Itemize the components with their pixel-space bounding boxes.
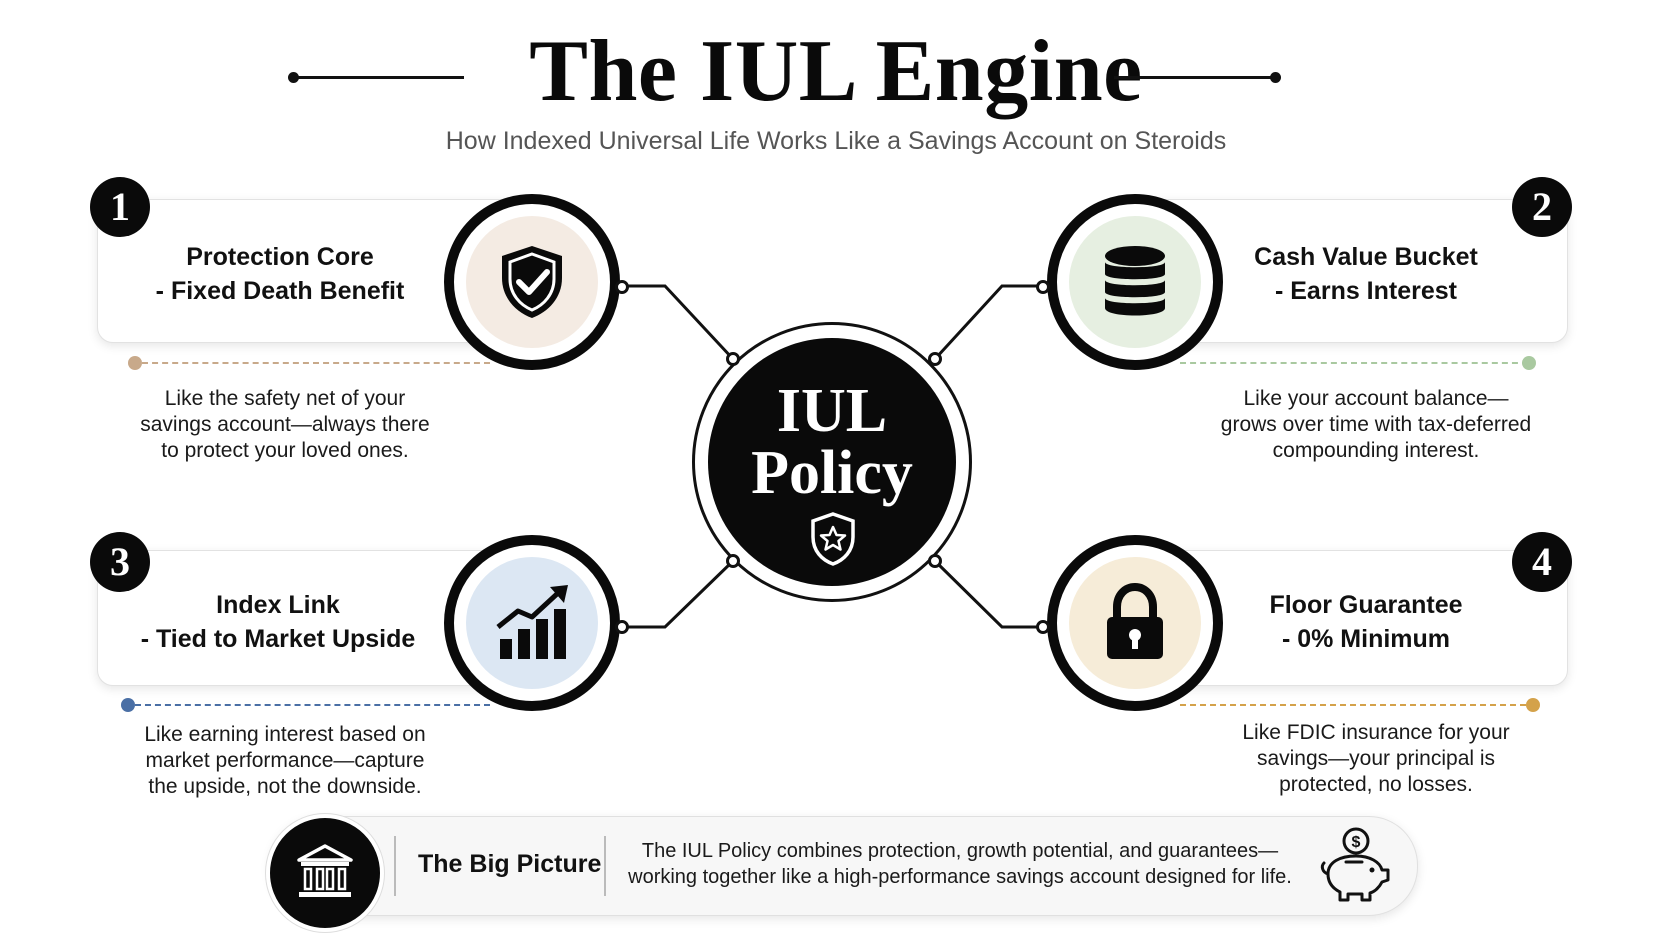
database-icon: [1105, 246, 1165, 316]
hub-label-line2: Policy: [751, 439, 913, 507]
hub-node-top-left: [726, 352, 740, 366]
card-2-desc-line: Like your account balance—: [1243, 387, 1509, 410]
big-picture-divider-left: [394, 836, 396, 896]
hub-node-bottom-left: [726, 554, 740, 568]
card-2-connector-node: [1036, 280, 1050, 294]
card-3-title-line1: Index Link: [216, 591, 340, 619]
card-1-dash-line: [142, 362, 490, 364]
card-4-desc-line: savings—your principal is: [1256, 747, 1496, 770]
card-2-accent-dot: [1522, 356, 1536, 370]
card-3-connector-node: [615, 620, 629, 634]
page-title: The IUL Engine: [529, 23, 1143, 120]
card-3-icon-bg: [466, 557, 598, 689]
svg-text:$: $: [1352, 834, 1361, 851]
big-picture-divider-right: [604, 836, 606, 896]
padlock-icon: [1107, 583, 1163, 659]
card-1-desc-line: savings account—always there: [140, 413, 430, 436]
card-3-dash-line: [135, 704, 490, 706]
big-picture-desc-line: The IUL Policy combines protection, grow…: [641, 840, 1279, 862]
card-3-description: Like earning interest based on market pe…: [115, 722, 455, 800]
card-1-icon-bg: [466, 216, 598, 348]
big-picture-title: The Big Picture: [418, 850, 602, 878]
card-3-icon-ring: [444, 535, 620, 711]
title-left-dot: [288, 72, 299, 83]
card-4-description: Like FDIC insurance for your savings—you…: [1196, 720, 1556, 798]
big-picture-bar: [270, 816, 1418, 916]
card-3-number-badge: 3: [90, 532, 150, 592]
card-2-title: Cash Value Bucket - Earns Interest: [1216, 240, 1516, 308]
card-3-title-line2: - Tied to Market Upside: [140, 625, 416, 653]
hub-label-line1: IUL: [776, 377, 888, 445]
growth-chart-icon: [496, 585, 568, 659]
card-2-icon-ring: [1047, 194, 1223, 370]
card-3-desc-line: market performance—capture: [145, 749, 425, 772]
card-4-icon-bg: [1069, 557, 1201, 689]
card-4-title-line1: Floor Guarantee: [1269, 591, 1463, 619]
hub-node-top-right: [928, 352, 942, 366]
card-1-connector-node: [615, 280, 629, 294]
card-2-desc-line: compounding interest.: [1272, 439, 1480, 462]
connector-card-4: [933, 559, 1043, 629]
card-2-icon-bg: [1069, 216, 1201, 348]
card-4-title: Floor Guarantee - 0% Minimum: [1216, 588, 1516, 656]
title-right-dot: [1270, 72, 1281, 83]
card-4-accent-dot: [1526, 698, 1540, 712]
card-1-desc-line: Like the safety net of your: [164, 387, 406, 410]
card-4-icon-ring: [1047, 535, 1223, 711]
card-3-desc-line: Like earning interest based on: [144, 723, 426, 746]
card-4-dash-line: [1180, 704, 1526, 706]
card-4-title-line2: - 0% Minimum: [1281, 625, 1451, 653]
card-4-desc-line: Like FDIC insurance for your: [1242, 721, 1510, 744]
page-subtitle: How Indexed Universal Life Works Like a …: [445, 127, 1227, 155]
card-2-title-line2: - Earns Interest: [1274, 277, 1457, 305]
card-4-desc-line: protected, no losses.: [1279, 773, 1473, 796]
card-1-title-line1: Protection Core: [186, 243, 374, 271]
card-1-desc-line: to protect your loved ones.: [161, 439, 409, 462]
title-right-rule: [1114, 76, 1276, 79]
card-1-number-badge: 1: [90, 177, 150, 237]
card-1-title-line2: - Fixed Death Benefit: [155, 277, 405, 305]
connector-card-3: [621, 559, 735, 629]
card-2-dash-line: [1180, 362, 1528, 364]
card-1-accent-dot: [128, 356, 142, 370]
hub-node-bottom-right: [928, 554, 942, 568]
piggy-bank-icon: $: [1320, 827, 1390, 902]
card-3-accent-dot: [121, 698, 135, 712]
big-picture-description: The IUL Policy combines protection, grow…: [620, 838, 1300, 890]
shield-check-icon: [502, 246, 562, 318]
card-3-desc-line: the upside, not the downside.: [148, 775, 422, 798]
connector-card-1: [621, 284, 735, 361]
card-2-desc-line: grows over time with tax-deferred: [1220, 413, 1532, 436]
title-left-rule: [294, 76, 464, 79]
big-picture-desc-line: working together like a high-performance…: [628, 866, 1292, 888]
connector-card-2: [933, 284, 1043, 361]
card-2-number-badge: 2: [1512, 177, 1572, 237]
bank-icon-circle: [266, 814, 384, 932]
shield-star-icon: [811, 512, 855, 566]
card-1-description: Like the safety net of your savings acco…: [115, 386, 455, 464]
card-4-number-badge: 4: [1512, 532, 1572, 592]
card-1-title: Protection Core - Fixed Death Benefit: [130, 240, 430, 308]
bank-icon: [297, 844, 353, 897]
card-4-connector-node: [1036, 620, 1050, 634]
card-1-icon-ring: [444, 194, 620, 370]
hub-label: IUL Policy: [708, 380, 956, 504]
card-2-description: Like your account balance— grows over ti…: [1196, 386, 1556, 464]
card-2-title-line1: Cash Value Bucket: [1254, 243, 1478, 271]
card-3-title: Index Link - Tied to Market Upside: [118, 588, 438, 656]
